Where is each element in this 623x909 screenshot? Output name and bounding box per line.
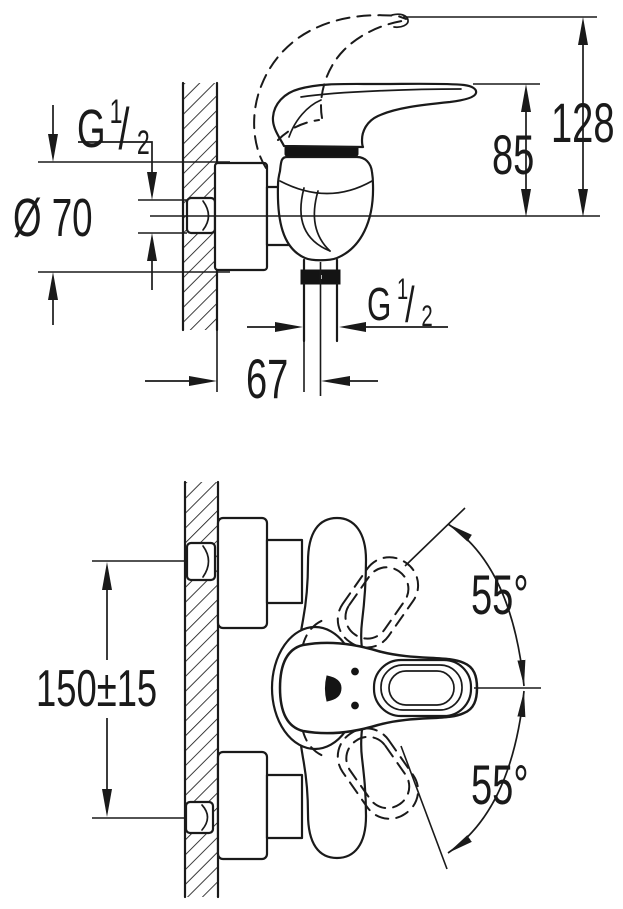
temperature-indicator: [325, 675, 342, 702]
dimension-swing-up: 55°: [404, 507, 529, 687]
inlet-thread-label: G: [77, 98, 106, 159]
lever-handle-solid: [271, 82, 478, 149]
dimension-inlet-thread: G 1 / 2: [77, 94, 187, 290]
height-85-label: 85: [492, 125, 534, 187]
swing-down-label: 55°: [471, 755, 529, 817]
dimension-height-128: 128: [403, 16, 615, 217]
dimension-flange-diameter: Ø 70: [13, 105, 230, 325]
dimension-height-85: 85: [473, 83, 540, 217]
offset-67-label: 67: [246, 349, 288, 411]
lever-handle-raised-dashed: [253, 13, 409, 169]
svg-text:/: /: [405, 278, 415, 334]
lever-handle-front: [278, 641, 479, 735]
outlet-thread-label: G: [367, 279, 391, 330]
front-view: 150±15 55° 55°: [36, 480, 541, 899]
svg-text:2: 2: [137, 125, 150, 162]
height-128-label: 128: [551, 93, 615, 155]
svg-text:1: 1: [110, 94, 123, 131]
center-distance-label: 150±15: [36, 658, 157, 717]
swing-up-label: 55°: [471, 565, 529, 627]
svg-text:1: 1: [397, 273, 408, 306]
lever-loop-outer: [372, 658, 473, 718]
mixer-body: [276, 145, 375, 262]
upper-connection: [185, 516, 304, 630]
flange-diameter-label: Ø 70: [13, 187, 93, 248]
svg-text:/: /: [118, 96, 129, 161]
svg-text:2: 2: [421, 300, 432, 333]
dimension-swing-down: 55°: [400, 690, 529, 870]
dimension-center-distance: 150±15: [36, 560, 185, 819]
side-view: G 1 / 2 Ø 70 128: [13, 13, 615, 411]
dimension-outlet-thread: G 1 / 2: [247, 273, 448, 334]
dimension-offset-67: 67: [145, 262, 378, 411]
lower-connection: [184, 750, 304, 861]
